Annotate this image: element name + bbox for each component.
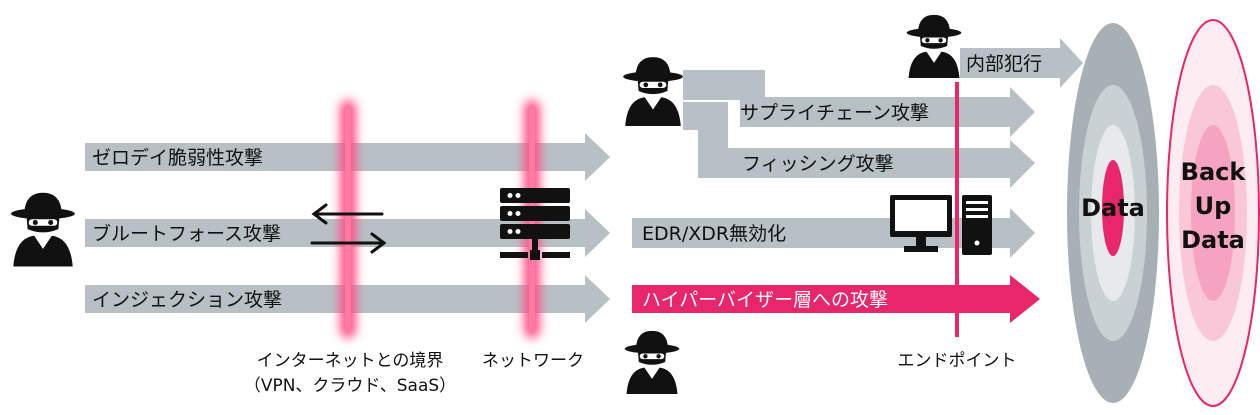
server-icon bbox=[500, 188, 570, 260]
arrow-hypervisor bbox=[632, 275, 1040, 323]
label-insider: 内部犯行 bbox=[966, 53, 1042, 75]
arrow-phishing bbox=[683, 102, 1035, 188]
exchange-arrows-icon bbox=[310, 203, 387, 254]
hacker-icon bbox=[623, 57, 683, 126]
label-backup-3: Data bbox=[1181, 226, 1245, 254]
label-supply-chain: サプライチェーン攻撃 bbox=[740, 102, 929, 124]
label-injection: インジェクション攻撃 bbox=[92, 289, 282, 311]
hacker-icon bbox=[624, 330, 680, 394]
label-network: ネットワーク bbox=[482, 351, 584, 371]
label-backup-2: Up bbox=[1195, 192, 1232, 220]
backup-ring-inner bbox=[1191, 125, 1235, 301]
label-hypervisor: ハイパーバイザー層への攻撃 bbox=[642, 289, 888, 311]
data-rings bbox=[1067, 23, 1159, 403]
backup-data-rings bbox=[1166, 19, 1260, 407]
label-backup-1: Back bbox=[1181, 158, 1247, 186]
label-zero-day: ゼロデイ脆弱性攻撃 bbox=[92, 147, 263, 169]
label-boundary-sub: （VPN、クラウド、SaaS） bbox=[244, 376, 456, 396]
label-boundary: インターネットとの境界 bbox=[257, 351, 444, 371]
arrow-supply-chain bbox=[683, 70, 1035, 137]
label-endpoint: エンドポイント bbox=[898, 351, 1017, 371]
label-phishing: フィッシング攻撃 bbox=[742, 153, 894, 175]
hacker-icon bbox=[11, 192, 75, 267]
hacker-icon bbox=[906, 14, 962, 78]
label-edr-disable: EDR/XDR無効化 bbox=[642, 223, 786, 245]
label-brute-force: ブルートフォース攻撃 bbox=[92, 222, 281, 245]
label-data: Data bbox=[1081, 194, 1145, 222]
boundary-barrier bbox=[340, 100, 356, 338]
arrow-insider bbox=[960, 38, 1083, 88]
data-core bbox=[1102, 160, 1124, 256]
